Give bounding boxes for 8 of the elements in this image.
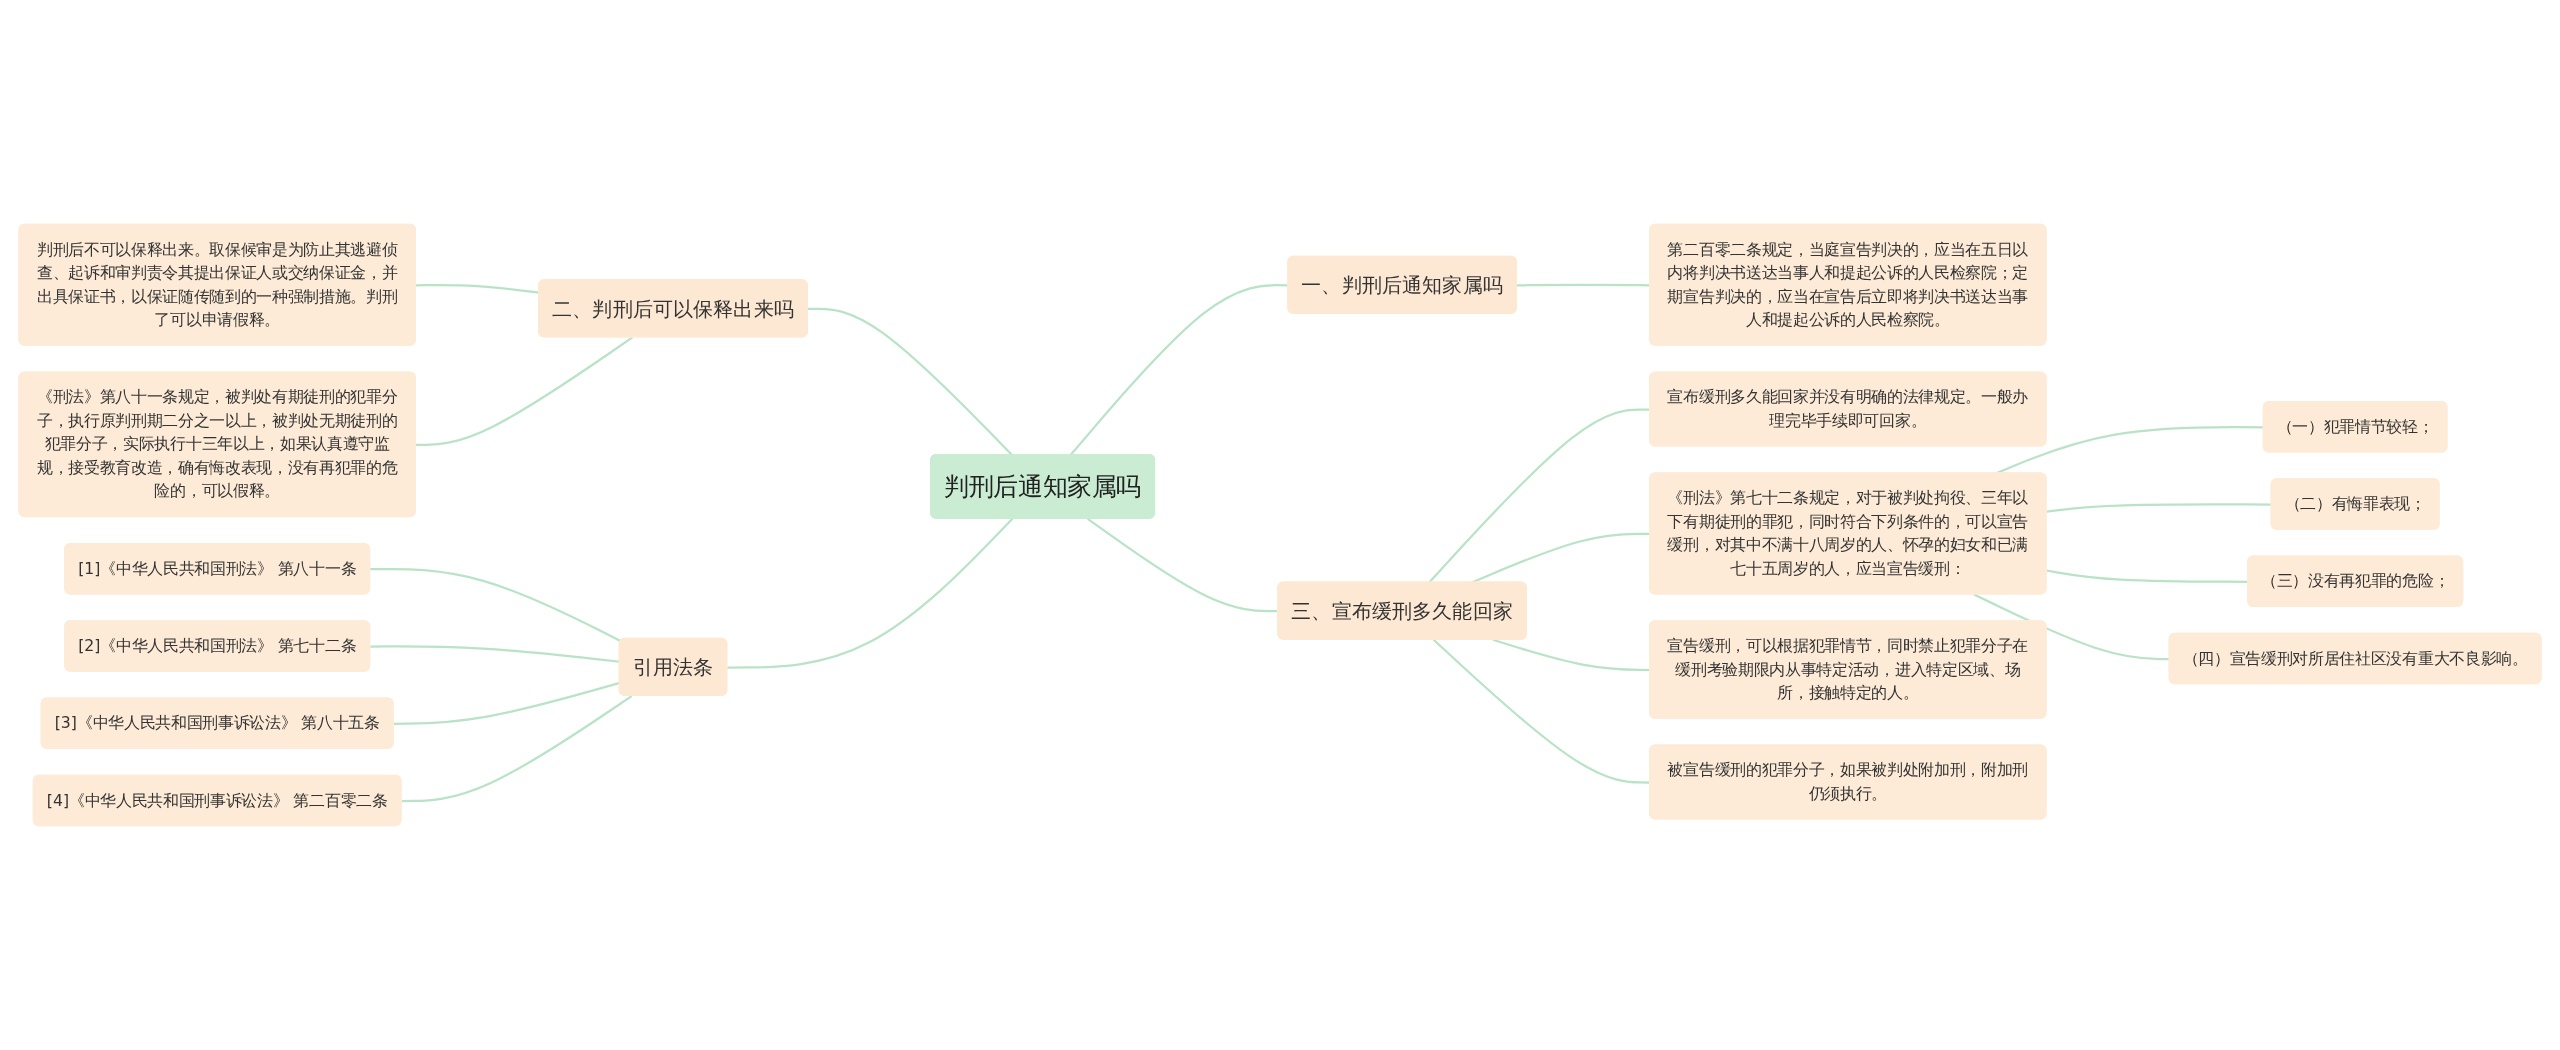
connector [807,307,1013,456]
connector [2046,503,2272,513]
connector [401,695,633,803]
connector [370,568,622,643]
connector [415,336,634,447]
connector [1973,593,2170,661]
connector [727,518,1014,669]
connector [370,645,620,663]
